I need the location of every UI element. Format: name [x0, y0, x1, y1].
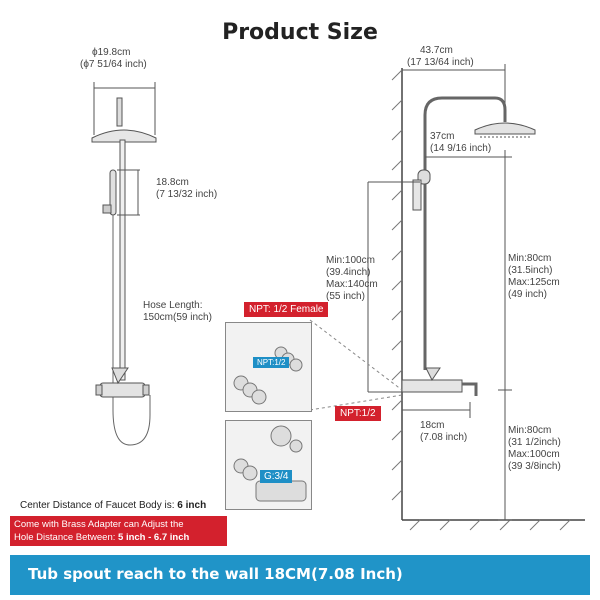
handheld-length-in: (7 13/32 inch) — [156, 189, 218, 200]
page-title: Product Size — [222, 20, 378, 45]
column-min-in: (39.4inch) — [326, 267, 371, 278]
adapter-line-1: Come with Brass Adapter can Adjust the — [14, 519, 184, 530]
hose — [112, 215, 151, 446]
adapter-note: Come with Brass Adapter can Adjust the H… — [10, 516, 227, 546]
right-valve — [401, 379, 463, 393]
lower-min-in: (31 1/2inch) — [508, 437, 561, 448]
right-shower-head — [474, 122, 536, 135]
g34-detail-box — [225, 420, 312, 510]
g34-tag: G:3/4 — [260, 470, 293, 483]
spout-in: (7.08 inch) — [420, 432, 468, 443]
npt-female-tag: NPT: 1/2 Female — [244, 302, 329, 317]
column-max: Max:140cm — [326, 279, 378, 290]
column-min: Min:100cm — [326, 255, 375, 266]
center-distance-note: Center Distance of Faucet Body is: 6 inc… — [20, 500, 206, 511]
mixer-valve — [99, 382, 146, 398]
drop-in: (14 9/16 inch) — [430, 143, 492, 154]
spout-cm: 18cm — [420, 420, 445, 431]
lower-max: Max:100cm — [508, 449, 560, 460]
head-diameter-in: (ϕ7 51/64 inch) — [80, 59, 147, 70]
lower-max-in: (39 3/8inch) — [508, 461, 561, 472]
shower-pole — [119, 139, 126, 381]
adapter-line-2-value: 5 inch - 6.7 inch — [118, 532, 190, 543]
npt-small-tag: NPT:1/2 — [253, 357, 290, 368]
adapter-line-2: Hole Distance Between: 5 inch - 6.7 inch — [14, 531, 223, 544]
hose-length-label: Hose Length: — [143, 300, 203, 311]
head-diameter-cm: ϕ19.8cm — [92, 47, 131, 58]
shower-head — [91, 129, 157, 143]
center-distance-label: Center Distance of Faucet Body is: — [20, 500, 178, 511]
tub-spout — [462, 382, 478, 396]
right-shower-drawing — [367, 64, 585, 531]
center-distance-value: 6 inch — [177, 500, 207, 511]
arm-length-cm: 43.7cm — [420, 45, 453, 56]
column-max-in: (55 inch) — [326, 291, 365, 302]
upper-max: Max:125cm — [508, 277, 560, 288]
npt-right-tag: NPT:1/2 — [335, 406, 381, 421]
adapter-line-2-pre: Hole Distance Between: — [14, 532, 119, 543]
upper-min: Min:80cm — [508, 253, 552, 264]
spout-reach-banner: Tub spout reach to the wall 18CM(7.08 In… — [10, 555, 590, 595]
banner-text: Tub spout reach to the wall 18CM(7.08 In… — [28, 565, 403, 583]
arm-length-in: (17 13/64 inch) — [407, 57, 474, 68]
shower-arm — [423, 96, 507, 370]
hose-length-value: 150cm(59 inch) — [143, 312, 212, 323]
lower-min: Min:80cm — [508, 425, 552, 436]
upper-min-in: (31.5inch) — [508, 265, 553, 276]
upper-max-in: (49 inch) — [508, 289, 547, 300]
drop-cm: 37cm — [430, 131, 455, 142]
left-shower-drawing — [91, 82, 157, 446]
handheld-length-cm: 18.8cm — [156, 177, 189, 188]
